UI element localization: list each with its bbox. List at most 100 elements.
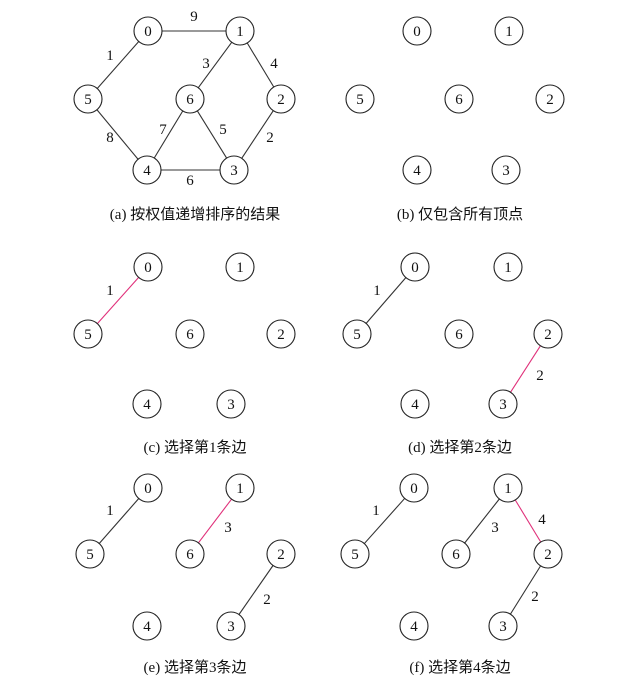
edge-1-6: [197, 41, 233, 89]
node-circle: [133, 473, 163, 503]
node-circle: [73, 84, 103, 114]
node-3: 3: [216, 389, 246, 419]
node-4: 4: [400, 389, 430, 419]
node-label: 0: [144, 260, 152, 276]
node-circle: [488, 389, 518, 419]
node-6: 6: [175, 84, 205, 114]
node-circle: [342, 319, 372, 349]
node-2: 2: [266, 539, 296, 569]
node-label: 6: [452, 547, 460, 563]
node-circle: [340, 539, 370, 569]
node-0: 0: [133, 473, 163, 503]
node-6: 6: [444, 319, 474, 349]
node-circle: [133, 16, 163, 46]
node-circle: [345, 84, 375, 114]
node-label: 2: [546, 92, 554, 108]
node-label: 3: [499, 619, 507, 635]
node-circle: [219, 155, 249, 185]
node-label: 3: [499, 397, 507, 413]
node-6: 6: [175, 319, 205, 349]
edge-weight-label: 2: [263, 592, 271, 608]
edge-weight-label: 1: [106, 503, 114, 519]
node-0: 0: [399, 473, 429, 503]
node-label: 0: [144, 24, 152, 40]
node-2: 2: [533, 539, 563, 569]
node-circle: [216, 611, 246, 641]
edge-0-5: [98, 498, 140, 544]
node-label: 2: [277, 327, 285, 343]
node-label: 4: [143, 163, 151, 179]
node-circle: [400, 252, 430, 282]
node-2: 2: [535, 84, 565, 114]
node-circle: [175, 539, 205, 569]
node-label: 5: [356, 92, 364, 108]
node-label: 5: [84, 92, 92, 108]
panel-caption: (f) 选择第4条边: [409, 658, 510, 676]
edge-0-5: [365, 277, 407, 324]
node-circle: [175, 84, 205, 114]
node-circle: [73, 319, 103, 349]
node-6: 6: [441, 539, 471, 569]
node-circle: [132, 155, 162, 185]
node-circle: [225, 252, 255, 282]
edge-weight-label: 5: [219, 122, 227, 138]
node-circle: [266, 539, 296, 569]
node-circle: [266, 319, 296, 349]
node-label: 6: [186, 92, 194, 108]
edge-0-5: [96, 277, 140, 324]
node-circle: [402, 16, 432, 46]
node-circle: [402, 155, 432, 185]
edge-weight-label: 2: [531, 589, 539, 605]
edge-weight-label: 1: [106, 283, 114, 299]
node-label: 4: [410, 619, 418, 635]
node-circle: [132, 389, 162, 419]
node-label: 0: [413, 24, 421, 40]
node-circle: [399, 611, 429, 641]
node-label: 0: [411, 260, 419, 276]
edge-1-2: [514, 499, 542, 543]
node-circle: [491, 155, 521, 185]
node-label: 6: [455, 327, 463, 343]
node-5: 5: [342, 319, 372, 349]
edge-weight-label: 2: [536, 368, 544, 384]
node-label: 2: [544, 327, 552, 343]
node-0: 0: [133, 16, 163, 46]
panel-caption: (b) 仅包含所有顶点: [397, 206, 523, 223]
node-1: 1: [225, 473, 255, 503]
edge-weight-label: 4: [538, 512, 546, 528]
edge-2-3: [238, 565, 274, 615]
node-label: 4: [413, 163, 421, 179]
node-4: 4: [132, 389, 162, 419]
edge-weight-label: 3: [491, 520, 499, 536]
node-circle: [444, 84, 474, 114]
edge-weight-label: 4: [270, 56, 278, 72]
node-3: 3: [219, 155, 249, 185]
node-circle: [535, 84, 565, 114]
node-1: 1: [225, 16, 255, 46]
edge-0-5: [363, 498, 406, 544]
node-circle: [400, 389, 430, 419]
node-circle: [225, 16, 255, 46]
node-label: 4: [143, 619, 151, 635]
panel-caption: (d) 选择第2条边: [408, 438, 512, 456]
edge-weight-label: 1: [372, 503, 380, 519]
node-4: 4: [132, 611, 162, 641]
edge-2-3: [241, 110, 274, 159]
edge-weight-label: 3: [202, 56, 210, 72]
node-3: 3: [216, 611, 246, 641]
node-label: 6: [186, 547, 194, 563]
node-label: 1: [236, 24, 244, 40]
node-label: 6: [186, 327, 194, 343]
node-6: 6: [444, 84, 474, 114]
node-circle: [75, 539, 105, 569]
node-4: 4: [399, 611, 429, 641]
panel-caption: (a) 按权值递增排序的结果: [110, 206, 280, 223]
node-5: 5: [73, 319, 103, 349]
edge-weight-label: 1: [106, 48, 114, 64]
